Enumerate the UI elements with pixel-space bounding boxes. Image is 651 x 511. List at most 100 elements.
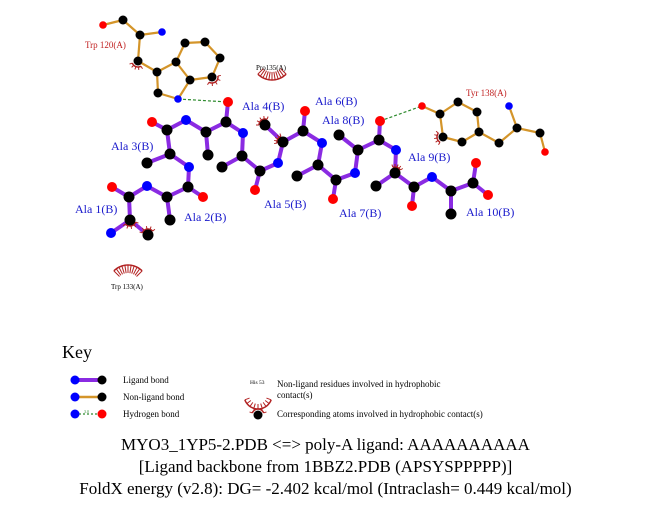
key-hydrophobic-atoms-label: Corresponding atoms involved in hydropho…	[277, 409, 483, 419]
carbon-atom	[457, 137, 467, 147]
carbon-atom	[373, 134, 385, 146]
arc-spoke	[263, 411, 267, 414]
key-hydrophobic-atom-icon	[249, 406, 267, 420]
ligand-label-ala8: Ala 8(B)	[322, 113, 364, 127]
arc-spoke	[434, 137, 438, 140]
carbon-atom	[164, 148, 176, 160]
arc-spoke	[276, 134, 280, 138]
ligand-label-ala5: Ala 5(B)	[264, 197, 306, 211]
pro135-hydrophobic-arc-icon	[257, 68, 287, 81]
carbon-atom	[141, 157, 153, 169]
arc-spoke	[124, 265, 127, 274]
arc-spoke	[279, 133, 282, 137]
carbon-atom	[185, 75, 195, 85]
arc-spoke	[391, 164, 394, 168]
carbon-atom	[200, 37, 210, 47]
carbon-atom	[200, 126, 212, 138]
oxygen-atom	[483, 190, 493, 200]
carbon-atom	[291, 170, 303, 182]
arc-spoke	[141, 227, 145, 231]
arc-spoke	[246, 400, 252, 404]
carbon-atom	[220, 116, 232, 128]
nitrogen-atom	[427, 172, 437, 182]
key-hydrogen-bond-label: Hydrogen bond	[123, 409, 180, 419]
hydrophobic-atom-marker-icon	[274, 133, 282, 145]
carbon-atom	[370, 180, 382, 192]
oxygen-atom	[99, 21, 107, 29]
arc-spoke	[266, 116, 269, 120]
carbon-atom	[297, 125, 309, 137]
arc-spoke	[274, 142, 278, 145]
hydrophobic-atom-marker-icon	[139, 226, 156, 234]
hydrogen-bond	[379, 105, 423, 122]
arc-spoke	[398, 165, 402, 169]
arc-spoke	[126, 225, 129, 229]
arc-spoke	[435, 130, 439, 134]
arc-spoke	[264, 400, 270, 404]
arc-spoke	[118, 266, 123, 275]
arc-spoke	[122, 223, 126, 227]
hydrophobic-atom-marker-icon	[256, 116, 269, 126]
carbon-atom	[277, 136, 289, 148]
carbon-atom	[142, 229, 154, 241]
arc-spoke	[130, 225, 133, 229]
oxygen-atom	[471, 158, 481, 168]
arc-spoke	[131, 265, 135, 274]
arc-line	[258, 118, 268, 126]
residue-label-trp133: Trp 133(A)	[111, 283, 143, 291]
oxygen-atom	[198, 192, 208, 202]
hydrogen-bond	[177, 98, 229, 103]
carbon-atom	[216, 161, 228, 173]
key-atom-ticks	[249, 406, 267, 414]
ligand-label-ala1: Ala 1(B)	[75, 202, 117, 216]
arc-spoke	[133, 266, 138, 275]
carbon-atom	[333, 129, 345, 141]
ligand-label-ala10: Ala 10(B)	[466, 205, 514, 219]
residue-label-trp120: Trp 120(A)	[85, 40, 126, 50]
arc-spoke	[149, 226, 152, 230]
arc-spoke	[396, 164, 399, 168]
arc-spoke	[140, 65, 143, 70]
carbon-atom	[330, 174, 342, 186]
carbon-atom	[182, 181, 194, 193]
arc-spoke	[434, 134, 438, 136]
carbon-atom	[118, 15, 128, 25]
carbon-atom	[445, 208, 457, 220]
arc-spoke	[262, 70, 267, 79]
key-ligand-bond-sample	[70, 375, 107, 385]
caption-line-3: FoldX energy (v2.8): DG= -2.402 kcal/mol…	[79, 479, 572, 498]
oxygen-atom	[107, 182, 117, 192]
arc-spoke	[215, 81, 218, 85]
key-hydrogen-bond-sample: 3.0	[70, 409, 107, 419]
carbon-atom	[164, 214, 176, 226]
arc-spoke	[129, 265, 132, 274]
hydrogen-bonds	[177, 98, 423, 122]
arc-spoke	[274, 137, 279, 140]
ligand-label-ala6: Ala 6(B)	[315, 94, 357, 108]
carbon-atom	[161, 124, 173, 136]
hydrophobic-atom-marker-icon	[391, 164, 404, 171]
arc-spoke	[152, 228, 156, 232]
arc-spoke	[257, 68, 264, 75]
nitrogen-atom	[184, 162, 194, 172]
carbon-atom	[202, 149, 214, 161]
nitrogen-atom	[317, 138, 327, 148]
oxygen-atom	[418, 102, 426, 110]
key-hbond-length: 3.0	[84, 409, 89, 414]
hydrophobic-atom-marker-icon	[122, 221, 139, 229]
nitrogen-atom	[106, 228, 116, 238]
carbon-atom	[215, 53, 225, 63]
arc-spoke	[244, 397, 250, 401]
arc-spoke	[134, 66, 137, 70]
arc-spoke	[274, 139, 278, 142]
arc-spoke	[133, 224, 137, 228]
carbon-atom	[535, 128, 545, 138]
key-title: Key	[62, 342, 92, 362]
nitrogen-atom	[238, 128, 248, 138]
arc-spoke	[131, 64, 135, 68]
arc-spoke	[266, 397, 272, 401]
arc-spoke	[273, 71, 276, 80]
nitrogen-atom	[350, 168, 360, 178]
carbon-atom	[408, 181, 420, 193]
arc-spoke	[277, 70, 282, 79]
